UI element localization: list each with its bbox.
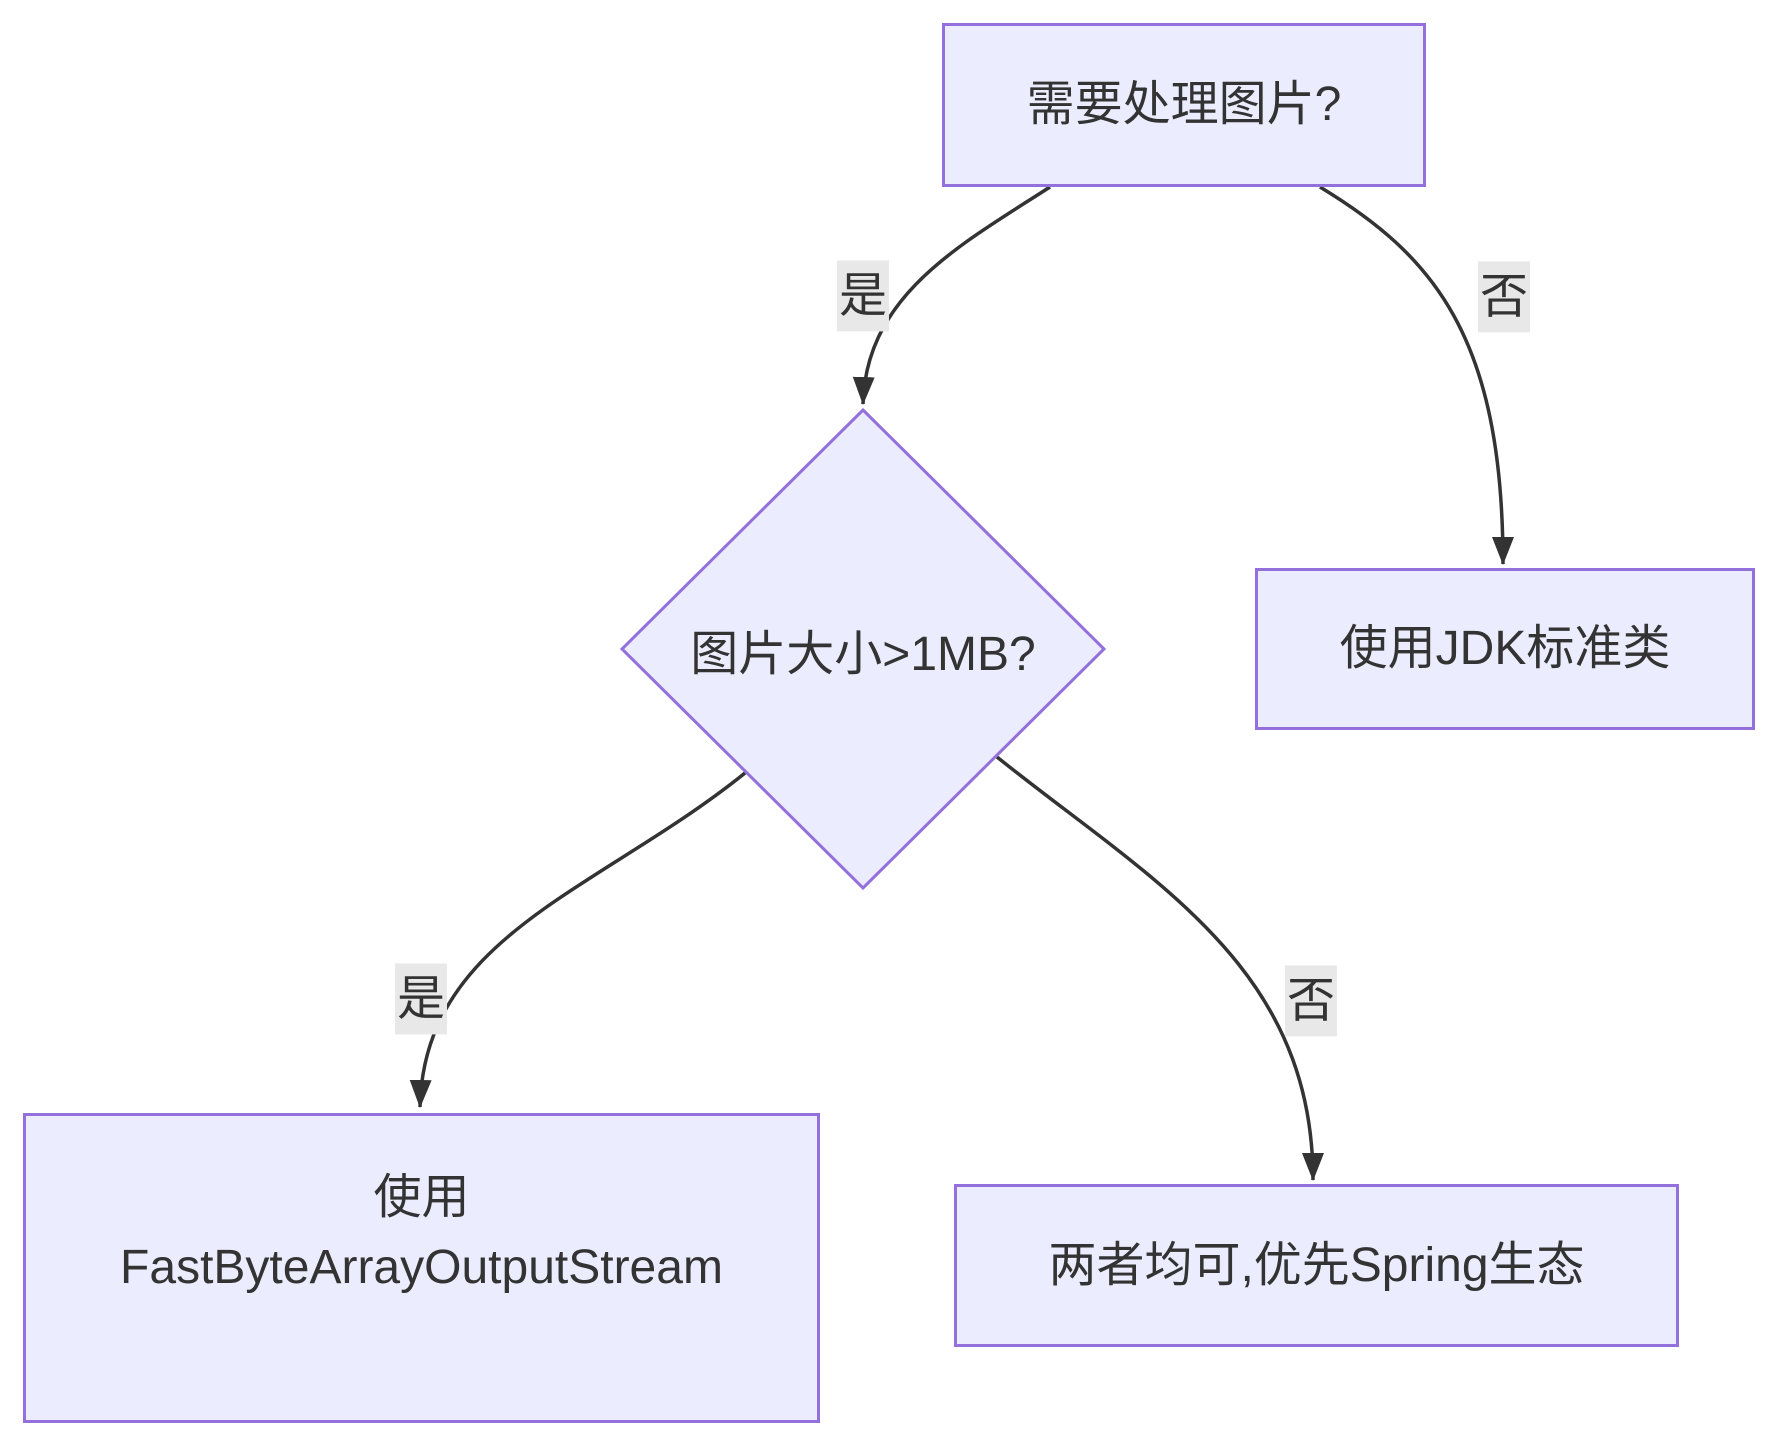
- node-use-jdk-standard: 使用JDK标准类: [1255, 568, 1755, 730]
- edge-line-need-to-jdk: [1319, 185, 1514, 565]
- edge-label-yes-need-to-decision: 是: [836, 260, 890, 332]
- node-both-prefer-spring: 两者均可,优先Spring生态: [954, 1184, 1679, 1347]
- decision-diamond-shape: [620, 408, 1106, 890]
- node-image-size-decision-label: 图片大小>1MB?: [690, 628, 1036, 681]
- edge-line-need-to-decision: [852, 185, 1051, 405]
- node-use-fastbytearray: 使用 FastByteArrayOutputStream: [23, 1113, 820, 1423]
- edge-label-no-need-to-jdk: 否: [1477, 261, 1531, 333]
- node-use-jdk-standard-label: 使用JDK标准类: [1339, 622, 1671, 676]
- edge-label-no-decision-to-spring: 否: [1284, 965, 1338, 1037]
- edge-label-yes-decision-to-fastbyte: 是: [394, 963, 448, 1035]
- node-need-process-image: 需要处理图片?: [942, 23, 1426, 187]
- node-need-process-image-label: 需要处理图片?: [1026, 78, 1342, 132]
- node-image-size-decision: 图片大小>1MB?: [620, 408, 1106, 890]
- node-both-prefer-spring-label: 两者均可,优先Spring生态: [1048, 1238, 1585, 1292]
- node-use-fastbytearray-line2: FastByteArrayOutputStream: [120, 1241, 723, 1294]
- node-use-fastbytearray-line1: 使用: [373, 1171, 470, 1225]
